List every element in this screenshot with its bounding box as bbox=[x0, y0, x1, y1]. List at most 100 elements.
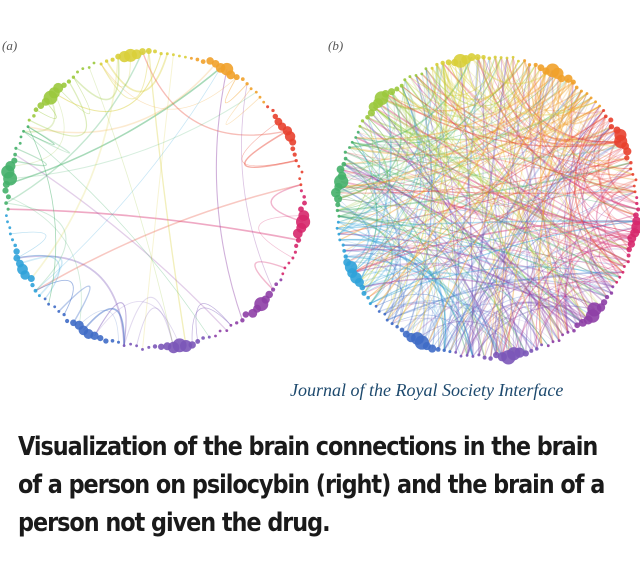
network-edge bbox=[338, 215, 608, 298]
network-edge bbox=[337, 220, 637, 230]
network-node bbox=[523, 59, 527, 63]
network-edge bbox=[384, 62, 450, 315]
network-node bbox=[195, 338, 201, 344]
network-edge bbox=[338, 117, 374, 235]
network-edge bbox=[561, 87, 600, 126]
network-node bbox=[497, 352, 507, 362]
network-edge bbox=[449, 90, 582, 352]
network-node bbox=[281, 272, 285, 276]
network-node bbox=[564, 74, 573, 83]
network-edge bbox=[396, 57, 502, 328]
network-edge bbox=[359, 125, 630, 251]
network-edge bbox=[512, 57, 596, 310]
network-edge bbox=[345, 255, 504, 358]
network-node bbox=[633, 190, 637, 194]
network-edge bbox=[6, 67, 222, 186]
network-edge bbox=[335, 60, 526, 194]
network-edge bbox=[343, 97, 592, 165]
network-edge bbox=[523, 60, 634, 176]
network-edge bbox=[535, 70, 559, 105]
network-edge bbox=[595, 168, 632, 268]
journal-credit: Journal of the Royal Society Interface bbox=[290, 380, 564, 400]
network-edge bbox=[359, 120, 391, 283]
network-node bbox=[242, 311, 250, 318]
network-node bbox=[388, 88, 396, 96]
network-edge bbox=[494, 56, 626, 147]
network-edge bbox=[454, 62, 596, 116]
network-edge bbox=[465, 59, 593, 317]
network-edge bbox=[254, 261, 286, 291]
network-edge bbox=[377, 102, 632, 245]
network-edge bbox=[588, 255, 629, 288]
network-node bbox=[477, 353, 481, 357]
network-node bbox=[2, 187, 9, 194]
network-edge bbox=[373, 93, 415, 136]
network-edge bbox=[367, 116, 629, 263]
network-node bbox=[81, 67, 85, 71]
network-node bbox=[574, 85, 579, 90]
brain-network-figure: (a) (b) Journal of the Royal Society Int… bbox=[1, 38, 640, 400]
network-edge bbox=[337, 85, 412, 212]
network-node bbox=[13, 243, 17, 248]
network-node bbox=[557, 74, 566, 83]
network-edge bbox=[78, 309, 119, 343]
network-node bbox=[5, 194, 11, 200]
network-edge bbox=[363, 68, 428, 294]
network-edge bbox=[373, 106, 515, 354]
network-edge bbox=[512, 307, 560, 354]
network-edge bbox=[409, 76, 554, 343]
network-edge bbox=[535, 64, 631, 170]
network-node bbox=[287, 261, 291, 265]
network-node bbox=[19, 135, 23, 139]
network-edge bbox=[512, 57, 629, 256]
network-edge bbox=[386, 271, 624, 321]
network-edge bbox=[351, 141, 549, 346]
network-edge bbox=[552, 78, 592, 117]
network-edge bbox=[513, 129, 618, 354]
network-edge bbox=[10, 91, 257, 180]
network-edge bbox=[362, 220, 637, 288]
network-edge bbox=[551, 70, 613, 294]
network-node bbox=[546, 344, 550, 348]
network-edge bbox=[405, 67, 542, 335]
network-edge bbox=[443, 57, 479, 351]
network-edge bbox=[590, 145, 627, 168]
network-edge bbox=[568, 90, 605, 125]
network-edge bbox=[359, 270, 560, 342]
network-edge bbox=[556, 287, 589, 324]
network-edge bbox=[359, 62, 447, 141]
network-edge bbox=[401, 85, 636, 193]
network-edge bbox=[358, 93, 392, 283]
network-node bbox=[6, 220, 9, 224]
network-edge bbox=[488, 58, 596, 112]
network-edge bbox=[501, 64, 530, 357]
network-edge bbox=[396, 57, 514, 117]
network-edge bbox=[352, 262, 578, 326]
network-edge bbox=[494, 57, 624, 273]
panel-b-nodes bbox=[331, 53, 640, 365]
network-node bbox=[615, 280, 619, 284]
network-edge bbox=[580, 115, 618, 145]
network-node bbox=[385, 318, 389, 322]
network-edge bbox=[338, 79, 406, 188]
network-edge bbox=[455, 129, 618, 353]
network-edge bbox=[436, 63, 636, 193]
network-node bbox=[629, 167, 633, 171]
network-node bbox=[207, 335, 211, 339]
network-edge bbox=[339, 70, 547, 241]
network-node bbox=[623, 147, 632, 156]
network-edge bbox=[341, 180, 630, 251]
network-edge bbox=[560, 292, 589, 324]
network-edge bbox=[471, 56, 554, 85]
network-edge bbox=[530, 105, 601, 351]
network-edge bbox=[344, 250, 401, 324]
network-edge bbox=[337, 91, 396, 200]
network-edge bbox=[501, 243, 632, 357]
network-edge bbox=[372, 106, 629, 263]
network-edge bbox=[35, 67, 221, 291]
network-node bbox=[561, 333, 565, 337]
figure-caption: Visualization of the brain connections i… bbox=[18, 428, 630, 542]
network-node bbox=[482, 355, 487, 360]
network-edge bbox=[370, 220, 637, 305]
network-edge bbox=[5, 51, 144, 204]
